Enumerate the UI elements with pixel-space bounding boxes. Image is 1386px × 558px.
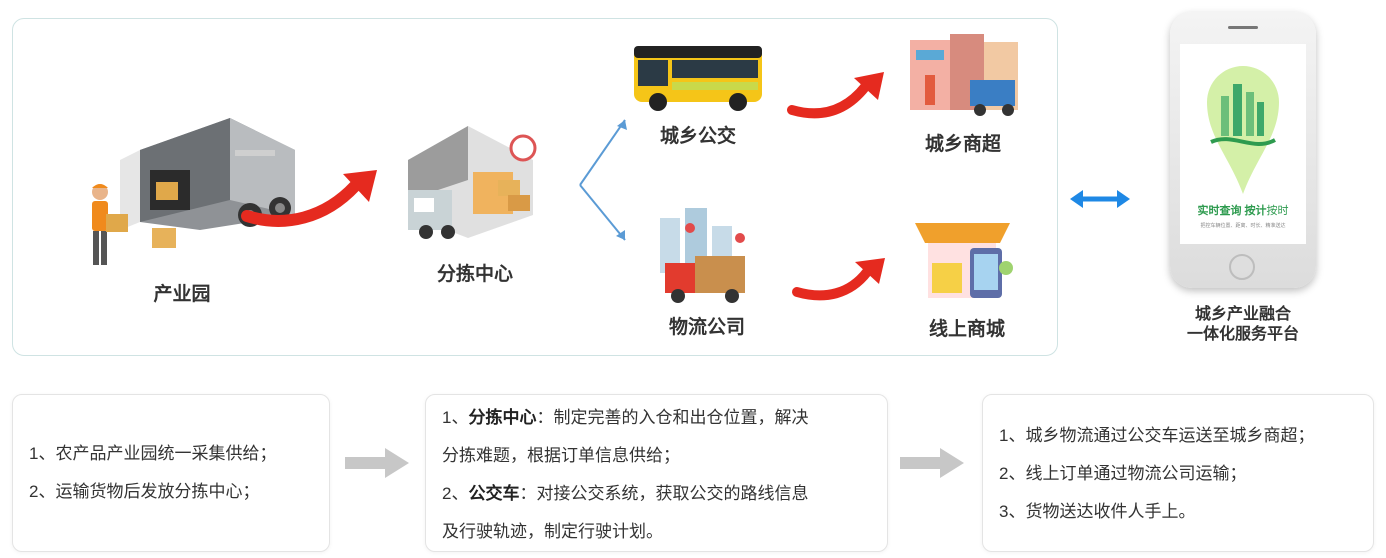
note-2-line-3-key: 公交车 <box>468 484 520 503</box>
gray-arrow-2 <box>900 448 964 478</box>
note-2-line-3: 2、公交车：对接公交系统，获取公交的路线信息 <box>442 475 808 513</box>
node-label-industrial-park: 产业园 <box>153 284 211 305</box>
warehouse-illustration <box>408 126 537 239</box>
online-mall-illustration <box>915 223 1013 298</box>
note-2-line-1: 1、分拣中心：制定完善的入仓和出仓位置，解决 <box>442 399 808 437</box>
bus-illustration <box>634 46 762 111</box>
note-box-2: 1、分拣中心：制定完善的入仓和出仓位置，解决 分拣难题，根据订单信息供给； 2、… <box>425 394 888 552</box>
note-box-3: 1、城乡物流通过公交车运送至城乡商超； 2、线上订单通过物流公司运输； 3、货物… <box>982 394 1374 552</box>
note-2-line-4: 及行驶轨迹，制定行驶计划。 <box>442 522 663 541</box>
platform-label-line1: 城乡产业融合 <box>1194 306 1292 323</box>
phone-title-b: 按计 <box>1244 205 1267 217</box>
double-arrow-icon <box>1070 190 1130 208</box>
split-arrows <box>579 119 627 241</box>
phone-mockup: 实时查询 按计按时 把控车辆位置、距离、时长、精准送达 <box>1170 12 1316 288</box>
logistics-truck-illustration <box>660 208 745 303</box>
node-label-bus: 城乡公交 <box>659 126 737 147</box>
red-arrow-3 <box>792 258 885 301</box>
phone-title-a: 实时查询 <box>1197 205 1242 217</box>
note-2-line-1-num: 1、 <box>442 408 469 427</box>
note-2-line-1-key: 分拣中心 <box>468 408 537 427</box>
note-3-line-3: 3、货物送达收件人手上。 <box>999 502 1196 521</box>
delivery-van-illustration <box>92 118 295 265</box>
note-2-line-3-text: ：对接公交系统，获取公交的路线信息 <box>519 484 809 503</box>
platform-label: 城乡产业融合 一体化服务平台 <box>1187 305 1299 345</box>
supermarket-illustration <box>910 34 1018 116</box>
phone-subtitle: 把控车辆位置、距离、时长、精准送达 <box>1200 223 1286 229</box>
platform-label-line2: 一体化服务平台 <box>1186 326 1300 343</box>
note-3-line-2: 2、线上订单通过物流公司运输； <box>999 464 1247 483</box>
node-label-supermarket: 城乡商超 <box>924 134 1002 155</box>
note-1-line-1: 1、农产品产业园统一采集供给； <box>29 444 277 463</box>
phone-home-button <box>1229 254 1255 280</box>
note-box-1: 1、农产品产业园统一采集供给； 2、运输货物后发放分拣中心； <box>12 394 330 552</box>
red-arrow-1 <box>241 170 377 227</box>
map-pin-icon <box>1207 66 1279 194</box>
note-2-line-1-text: ：制定完善的入仓和出仓位置，解决 <box>536 408 809 427</box>
red-arrow-2 <box>787 72 884 119</box>
node-label-online-mall: 线上商城 <box>928 319 1006 340</box>
gray-arrow-1 <box>345 448 409 478</box>
node-label-logistics: 物流公司 <box>668 317 746 338</box>
node-label-sorting-center: 分拣中心 <box>436 264 514 285</box>
note-2-line-2: 分拣难题，根据订单信息供给； <box>442 446 680 465</box>
note-2-line-3-num: 2、 <box>442 484 469 503</box>
phone-screen: 实时查询 按计按时 把控车辆位置、距离、时长、精准送达 <box>1180 44 1306 244</box>
note-3-line-1: 1、城乡物流通过公交车运送至城乡商超； <box>999 426 1315 445</box>
phone-title-c: 按时 <box>1266 205 1289 217</box>
phone-speaker <box>1228 26 1258 29</box>
note-1-line-2: 2、运输货物后发放分拣中心； <box>29 482 260 501</box>
